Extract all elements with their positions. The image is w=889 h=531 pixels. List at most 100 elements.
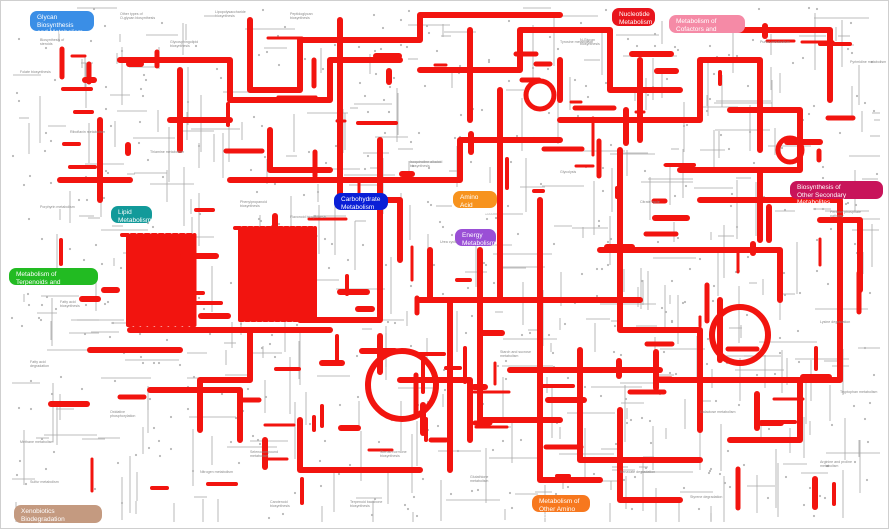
compound-node	[60, 376, 62, 378]
compound-node	[540, 183, 542, 185]
pathway-label: Urea cycle	[440, 240, 457, 244]
compound-node	[374, 50, 376, 52]
pathway-label: Benzoate degradation	[620, 470, 655, 474]
compound-node	[442, 226, 444, 228]
compound-node	[641, 417, 643, 419]
compound-node	[375, 73, 377, 75]
compound-node	[436, 50, 438, 52]
compound-node	[671, 280, 673, 282]
pathway-label: Nitrogen metabolism	[200, 470, 233, 474]
category-label-amino-acid[interactable]: Amino Acid Metabolism	[453, 191, 497, 208]
compound-node	[753, 162, 755, 164]
pathway-label: Galactose metabolism	[700, 410, 736, 414]
compound-node	[105, 170, 107, 172]
compound-node	[493, 282, 495, 284]
pathway-label: Tyrosine metabolism	[560, 40, 593, 44]
compound-node	[264, 156, 266, 158]
category-label-other-amino-acid[interactable]: Metabolism of Other Amino Acid	[532, 495, 590, 512]
pathway-label: Oxidative phosphorylation	[110, 410, 135, 418]
pathway-label: Styrene degradation	[690, 495, 722, 499]
category-label-energy[interactable]: Energy Metabolism	[455, 229, 496, 246]
compound-node	[439, 221, 441, 223]
compound-node	[521, 334, 523, 336]
compound-node	[45, 468, 47, 470]
compound-node	[684, 301, 686, 303]
compound-node	[41, 238, 43, 240]
compound-node	[675, 373, 677, 375]
compound-node	[250, 169, 252, 171]
highlighted-pathway-route	[580, 350, 700, 460]
pathway-label: Pyrimidine metabolism	[850, 60, 886, 64]
compound-node	[813, 515, 815, 517]
compound-node	[709, 45, 711, 47]
category-label-glycan[interactable]: Glycan Biosynthesis and Metabolism	[30, 11, 94, 31]
pathway-label: Sulfur metabolism	[30, 480, 59, 484]
compound-node	[671, 320, 673, 322]
compound-node	[598, 225, 600, 227]
compound-node	[380, 48, 382, 50]
compound-node	[665, 311, 667, 313]
compound-node	[121, 502, 123, 504]
compound-node	[854, 243, 856, 245]
compound-node	[864, 347, 866, 349]
category-label-nucleotide[interactable]: Nucleotide Metabolism	[612, 8, 655, 26]
compound-node	[779, 352, 781, 354]
compound-node	[105, 108, 107, 110]
compound-node	[261, 347, 263, 349]
compound-node	[104, 25, 106, 27]
compound-node	[600, 395, 602, 397]
compound-node	[422, 478, 424, 480]
compound-node	[847, 202, 849, 204]
compound-node	[867, 441, 869, 443]
compound-node	[731, 193, 733, 195]
compound-node	[853, 405, 855, 407]
compound-node	[724, 482, 726, 484]
compound-node	[623, 479, 625, 481]
compound-node	[567, 486, 569, 488]
compound-node	[509, 492, 511, 494]
compound-node	[271, 334, 273, 336]
highlighted-pathway-route	[680, 170, 760, 240]
compound-node	[767, 497, 769, 499]
compound-node	[427, 201, 429, 203]
compound-node	[142, 362, 144, 364]
pathway-label: Lipopolysaccharide biosynthesis	[215, 10, 246, 18]
category-label-cofactors-vitamins[interactable]: Metabolism of Cofactors and Vitamins	[669, 15, 745, 33]
compound-node	[238, 462, 240, 464]
category-label-xenobiotics[interactable]: Xenobiotics Biodegradation and Metabolis…	[14, 505, 102, 523]
category-label-secondary-metabolites[interactable]: Biosynthesis of Other Secondary Metaboli…	[790, 181, 883, 199]
compound-node	[471, 490, 473, 492]
pathway-label: Phenylpropanoid biosynthesis	[240, 200, 267, 208]
compound-node	[253, 116, 255, 118]
compound-node	[706, 110, 708, 112]
compound-node	[45, 47, 47, 49]
compound-node	[274, 356, 276, 358]
category-label-lipid[interactable]: Lipid Metabolism	[111, 206, 152, 223]
compound-node	[567, 377, 569, 379]
compound-node	[394, 322, 396, 324]
compound-node	[428, 32, 430, 34]
compound-node	[747, 256, 749, 258]
compound-node	[410, 141, 412, 143]
compound-node	[382, 27, 384, 29]
category-label-carbohydrate[interactable]: Carbohydrate Metabolism	[334, 193, 388, 210]
compound-node	[303, 194, 305, 196]
compound-node	[615, 443, 617, 445]
compound-node	[822, 166, 824, 168]
compound-node	[193, 376, 195, 378]
compound-node	[607, 264, 609, 266]
compound-node	[747, 85, 749, 87]
compound-node	[661, 307, 663, 309]
compound-node	[347, 259, 349, 261]
pathway-label: Glutathione metabolism	[470, 475, 488, 483]
compound-node	[338, 473, 340, 475]
compound-node	[508, 20, 510, 22]
compound-node	[605, 82, 607, 84]
compound-node	[69, 248, 71, 250]
compound-node	[84, 333, 86, 335]
compound-node	[418, 132, 420, 134]
compound-node	[388, 111, 390, 113]
compound-node	[516, 135, 518, 137]
category-label-terpenoids-polyketides[interactable]: Metabolism of Terpenoids and Polyketides	[9, 268, 98, 285]
